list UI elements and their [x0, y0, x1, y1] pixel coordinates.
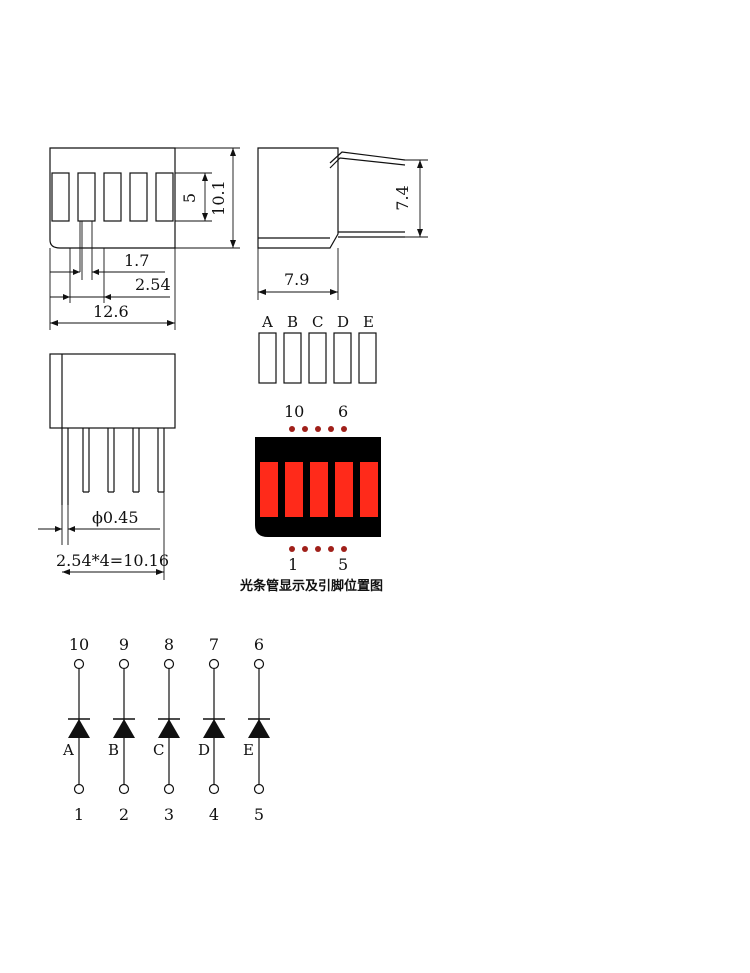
- pin-view-lead: [157, 428, 165, 492]
- diode-triangle: [158, 719, 180, 738]
- dim-pin-span: 2.54*4=10.16: [56, 551, 169, 570]
- front-segment-window: [129, 172, 148, 222]
- bottom-pin-dots: [289, 546, 347, 552]
- front-view: 1.7 2.54 12.6 5 10.1: [49, 147, 240, 330]
- front-view-body: [49, 147, 176, 249]
- anode-pin-label: 7: [209, 635, 219, 654]
- diode-label: D: [198, 741, 210, 759]
- cathode-terminal: [163, 783, 175, 795]
- side-view: 7.4 7.9: [257, 147, 428, 300]
- diode-channel-a: 10A 1: [62, 635, 90, 824]
- cathode-terminal: [73, 783, 85, 795]
- display-segment-b: [285, 462, 303, 517]
- pin-view-lead: [61, 428, 69, 505]
- diode-triangle: [68, 719, 90, 738]
- diode-triangle: [248, 719, 270, 738]
- pin-view-lead: [82, 428, 90, 492]
- diode-channel-e: 6E 5: [243, 635, 270, 824]
- anode-pin-label: 6: [254, 635, 264, 654]
- bottom-pin-label-left: 1: [288, 555, 298, 574]
- segment-outline-a: [258, 332, 277, 384]
- diode-label: E: [243, 741, 254, 759]
- pin-view-body: [49, 353, 176, 429]
- pin-view: ϕ0.45 2.54*4=10.16: [38, 353, 176, 580]
- cathode-terminal: [253, 783, 265, 795]
- side-lead: [329, 151, 406, 164]
- diode-triangle: [203, 719, 225, 738]
- segment-label-b: B: [287, 313, 298, 331]
- segment-label-a: A: [261, 313, 273, 331]
- anode-pin-label: 8: [164, 635, 174, 654]
- display-segment-c: [310, 462, 328, 517]
- cathode-terminal: [208, 783, 220, 795]
- pin-view-lead: [107, 428, 115, 492]
- display-segment-e: [360, 462, 378, 517]
- anode-pin-label: 10: [69, 635, 89, 654]
- segment-outline-d: [333, 332, 352, 384]
- dim-pin-length: 7.4: [393, 185, 412, 210]
- anode-pin-label: 9: [119, 635, 129, 654]
- side-lead: [329, 157, 406, 169]
- cathode-pin-label: 4: [209, 805, 219, 824]
- dim-segment-height: 5: [180, 193, 199, 203]
- diode-channel-d: 7D 4: [198, 635, 225, 824]
- front-segment-window: [103, 172, 122, 222]
- bottom-pin-label-right: 5: [338, 555, 348, 574]
- diode-label: B: [108, 741, 119, 759]
- cathode-pin-label: 2: [119, 805, 129, 824]
- segment-outline-c: [308, 332, 327, 384]
- dim-pitch-inner: 1.7: [124, 251, 149, 270]
- segment-outline-b: [283, 332, 302, 384]
- segment-label-c: C: [312, 313, 323, 331]
- cathode-pin-label: 3: [164, 805, 174, 824]
- top-pin-label-left: 10: [284, 402, 304, 421]
- diode-label: A: [62, 741, 74, 759]
- segment-label-e: E: [363, 313, 374, 331]
- lit-display: 10 6 1 5 光条管显示及引脚位置图: [239, 402, 383, 594]
- front-segment-window: [77, 172, 96, 222]
- pin-view-lead: [132, 428, 140, 492]
- segment-label-d: D: [337, 313, 349, 331]
- cathode-terminal: [118, 783, 130, 795]
- dim-body-height: 10.1: [209, 180, 228, 216]
- side-view-body: [257, 147, 339, 249]
- diode-label: C: [153, 741, 164, 759]
- diode-channel-b: 9B 2: [108, 635, 135, 824]
- cathode-pin-label: 1: [74, 805, 84, 824]
- dim-width: 12.6: [93, 302, 129, 321]
- schematic: 10A 1 9B 2 8C 3 7D 4 6E 5: [62, 635, 270, 824]
- diode-channel-c: 8C 3: [153, 635, 180, 824]
- dim-pitch: 2.54: [135, 275, 171, 294]
- front-segment-window: [51, 172, 70, 222]
- anode-terminal: [253, 658, 265, 670]
- segment-outlines: A B C D E: [258, 313, 377, 384]
- diode-triangle: [113, 719, 135, 738]
- segment-outline-e: [358, 332, 377, 384]
- dim-pin-diameter: ϕ0.45: [92, 508, 139, 527]
- dim-depth: 7.9: [284, 270, 309, 289]
- cathode-pin-label: 5: [254, 805, 264, 824]
- top-pin-label-right: 6: [338, 402, 348, 421]
- display-segment-a: [260, 462, 278, 517]
- anode-terminal: [208, 658, 220, 670]
- anode-terminal: [73, 658, 85, 670]
- display-segment-d: [335, 462, 353, 517]
- front-segment-window: [155, 172, 174, 222]
- display-caption: 光条管显示及引脚位置图: [239, 578, 383, 594]
- top-pin-dots: [289, 426, 347, 432]
- anode-terminal: [118, 658, 130, 670]
- anode-terminal: [163, 658, 175, 670]
